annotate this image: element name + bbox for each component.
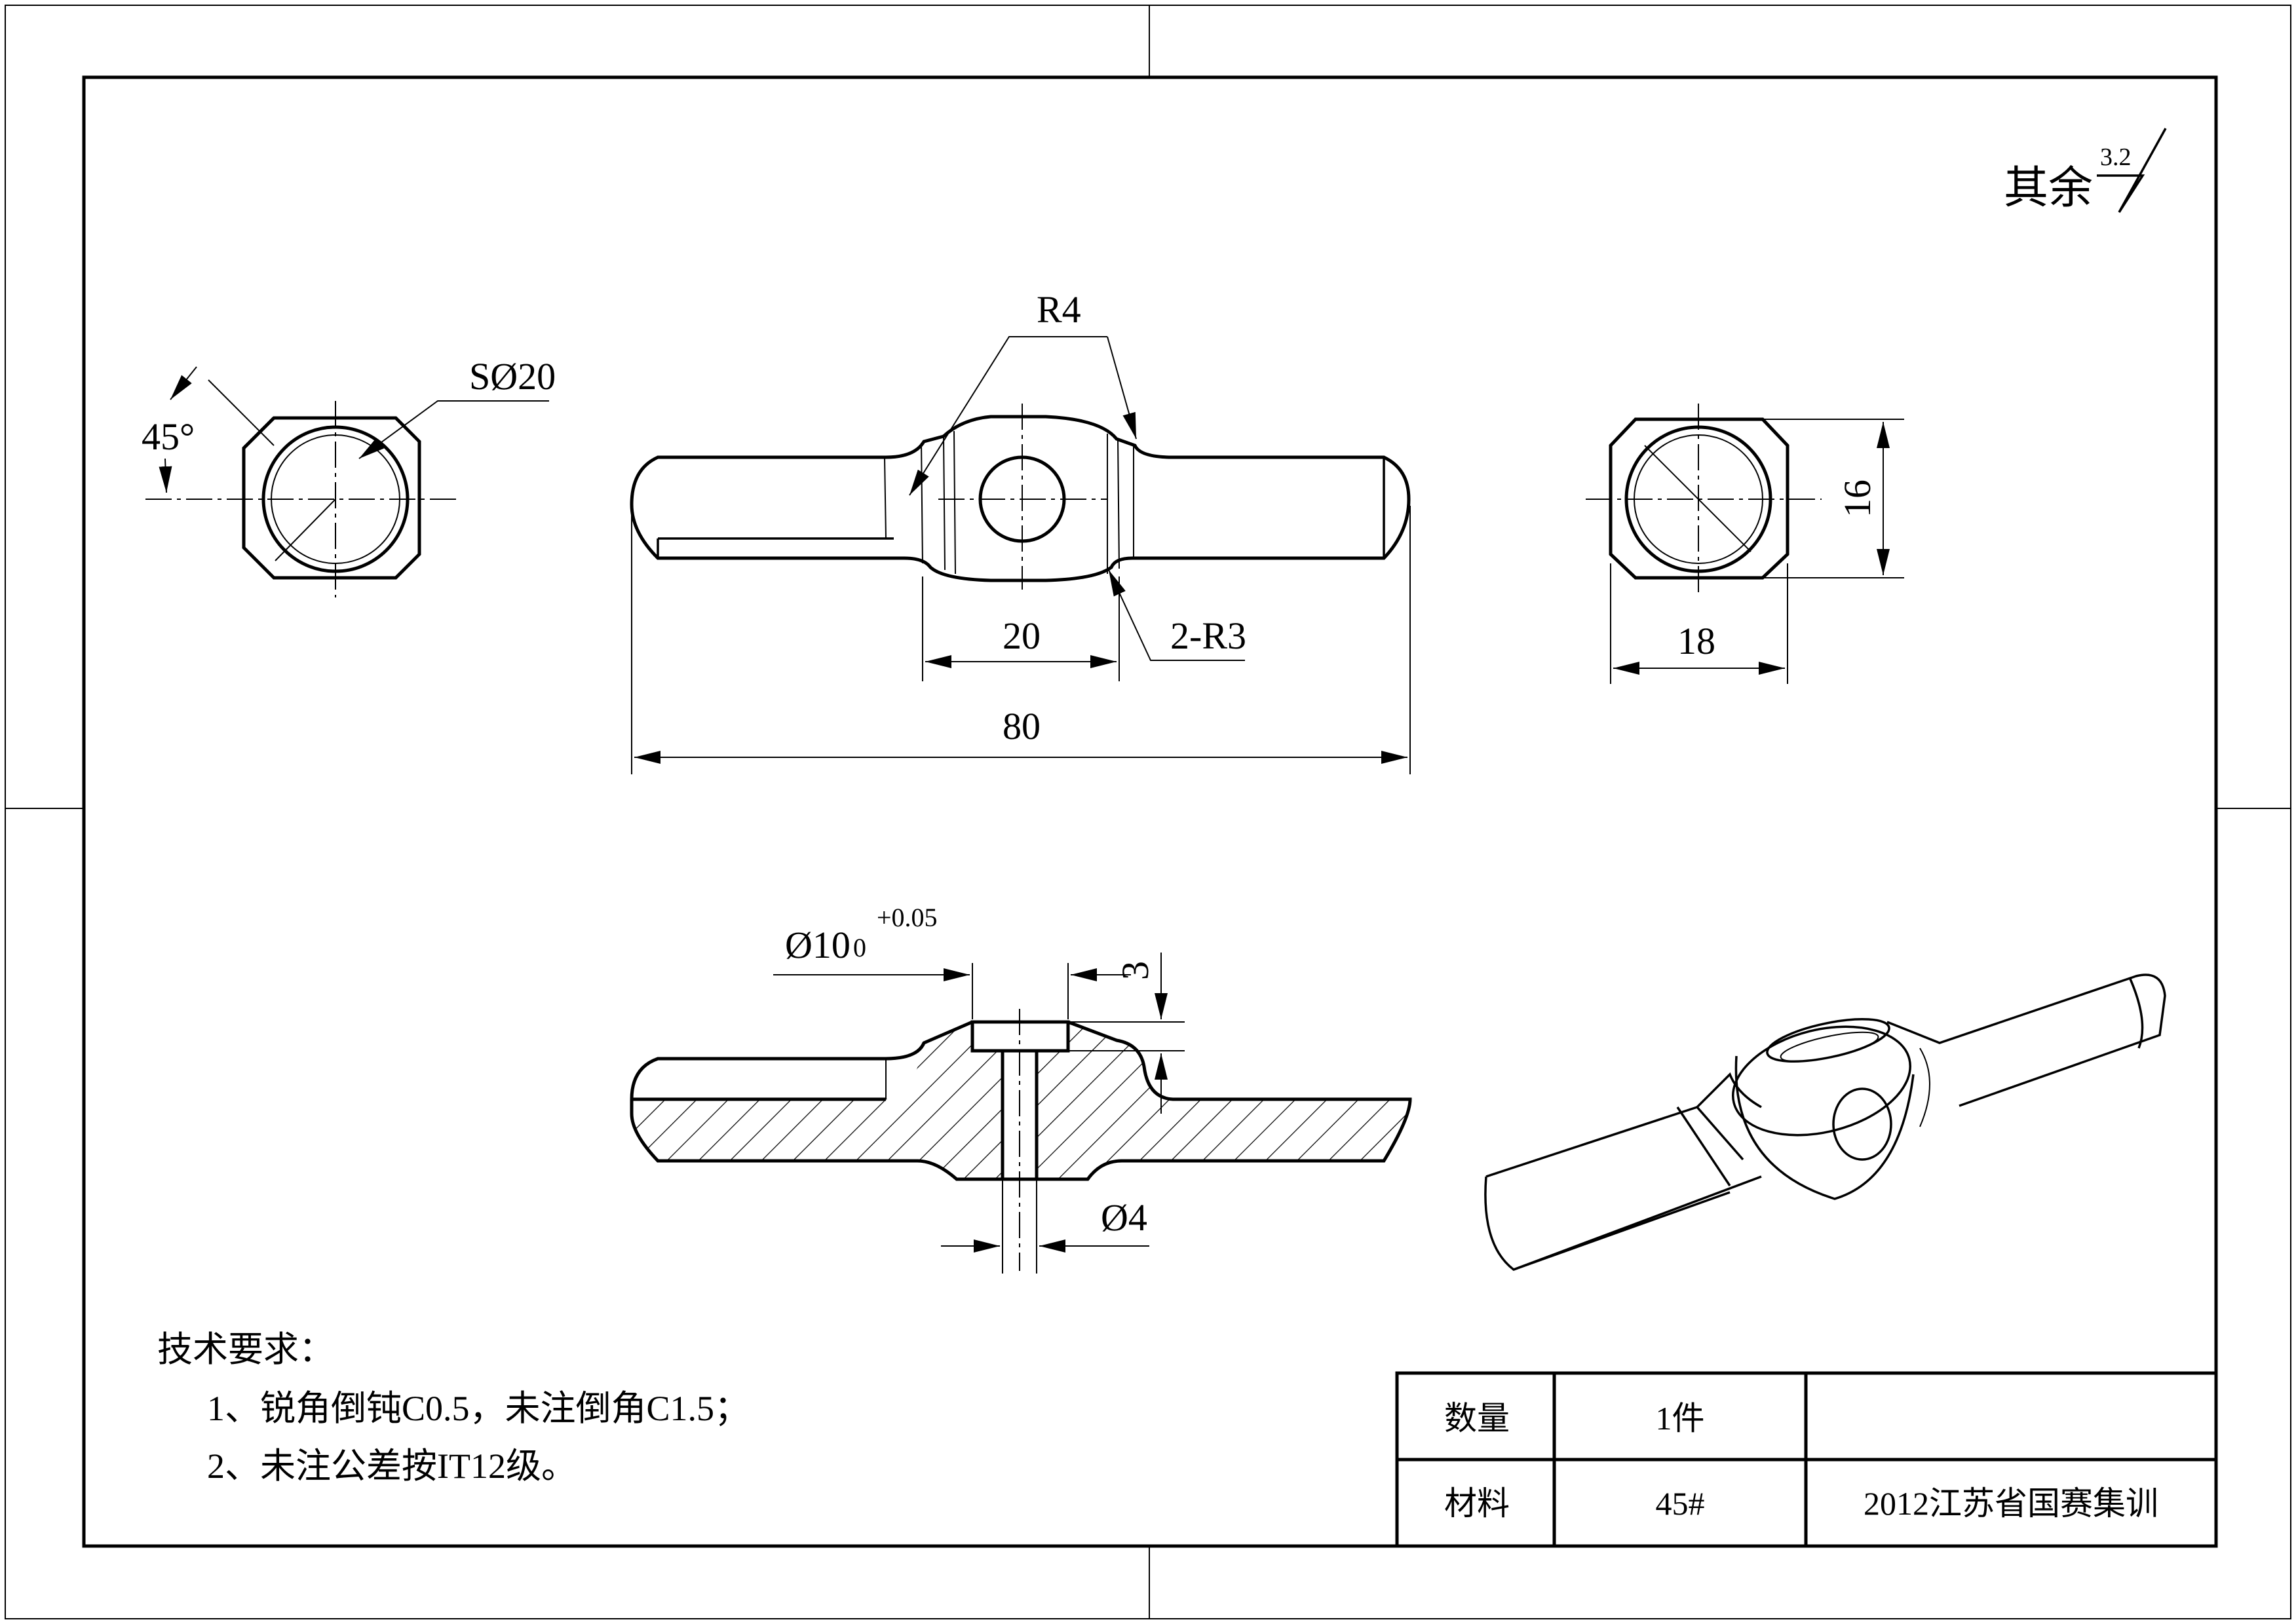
- tech-requirement-1: 1、锐角倒钝C0.5，未注倒角C1.5；: [207, 1389, 750, 1428]
- isometric-view: [1484, 973, 2166, 1271]
- roughness-symbol-icon: [2097, 128, 2167, 213]
- bore-dimension: Ø10: [785, 924, 851, 966]
- height-16-dimension: 16: [1836, 480, 1879, 518]
- quantity-value: 1件: [1656, 1400, 1705, 1437]
- surface-finish-note: 其余 3.2: [2004, 128, 2167, 213]
- quantity-label: 数量: [1444, 1400, 1510, 1437]
- radius-r4-dimension: R4: [1037, 288, 1081, 331]
- width-18-dimension: 18: [1677, 620, 1715, 662]
- title-block: 数量 1件 材料 45# 2012江苏省国赛集训: [1395, 1371, 2218, 1548]
- radius-r3-dimension: 2-R3: [1170, 614, 1246, 657]
- section-hatch-right: [1037, 1022, 1410, 1179]
- width-20-dimension: 20: [1003, 614, 1041, 657]
- iso-left-shaft-end: [1484, 1175, 1762, 1271]
- material-value: 45#: [1656, 1485, 1705, 1522]
- hole-dimension: Ø4: [1101, 1196, 1147, 1239]
- sheet-frame: [5, 5, 2291, 1619]
- surface-finish-label: 其余: [2004, 163, 2093, 213]
- bore-upper-tolerance: +0.05: [877, 903, 938, 932]
- iso-side-hole: [1832, 1087, 1892, 1161]
- front-view: R4 2-R3 20 80: [630, 288, 1411, 774]
- project-name: 2012江苏省国赛集训: [1864, 1485, 2158, 1522]
- depth-3-dimension: 3: [1114, 961, 1157, 980]
- angle-dimension: 45°: [142, 415, 195, 458]
- sphere-dimension: SØ20: [469, 355, 556, 398]
- roughness-value: 3.2: [2100, 143, 2132, 171]
- front-view-outline: [630, 415, 1411, 582]
- material-label: 材料: [1444, 1485, 1510, 1522]
- iso-right-shaft: [1886, 973, 2166, 1107]
- tech-requirements: 技术要求： 1、锐角倒钝C0.5，未注倒角C1.5； 2、未注公差按IT12级。: [157, 1330, 750, 1486]
- tech-requirement-2: 2、未注公差按IT12级。: [207, 1446, 577, 1486]
- right-end-view: 16 18: [1586, 404, 1904, 684]
- section-view: Ø10 +0.05 0 3 Ø4: [630, 903, 1412, 1274]
- length-80-dimension: 80: [1003, 705, 1041, 747]
- left-end-view: 45° SØ20: [142, 355, 556, 597]
- bore-lower-tolerance: 0: [853, 933, 866, 962]
- tech-requirements-title: 技术要求：: [157, 1330, 334, 1369]
